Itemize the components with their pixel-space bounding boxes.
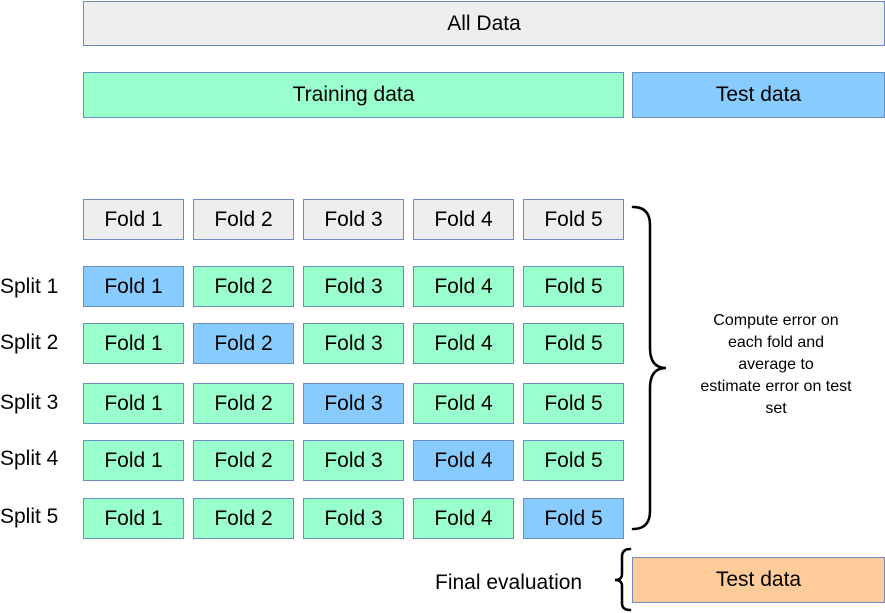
- split-5-fold-5: Fold 5: [523, 498, 624, 539]
- split-2-fold-1: Fold 1: [83, 323, 184, 364]
- header-fold-5: Fold 5: [523, 199, 624, 240]
- split-3-fold-4: Fold 4: [413, 383, 514, 424]
- split-3-fold-1: Fold 1: [83, 383, 184, 424]
- cv-note-line-1: Compute error on: [713, 312, 839, 329]
- split-label-4: Split 4: [0, 447, 59, 470]
- split-1-fold-4: Fold 4: [413, 266, 514, 307]
- split-1-fold-5: Fold 5: [523, 266, 624, 307]
- split-label-3: Split 3: [0, 391, 59, 414]
- split-1-fold-1: Fold 1: [83, 266, 184, 307]
- split-label-5: Split 5: [0, 505, 59, 528]
- split-label-1: Split 1: [0, 275, 59, 298]
- header-fold-4: Fold 4: [413, 199, 514, 240]
- split-3-fold-5: Fold 5: [523, 383, 624, 424]
- header-fold-3: Fold 3: [303, 199, 404, 240]
- cv-note-line-2: each fold and: [727, 334, 825, 351]
- split-2-fold-2: Fold 2: [193, 323, 294, 364]
- header-fold-2: Fold 2: [193, 199, 294, 240]
- split-5-fold-3: Fold 3: [303, 498, 404, 539]
- split-2-fold-3: Fold 3: [303, 323, 404, 364]
- split-4-fold-4: Fold 4: [413, 440, 514, 481]
- split-1-fold-2: Fold 2: [193, 266, 294, 307]
- split-3-fold-3: Fold 3: [303, 383, 404, 424]
- cv-note: Compute error on each fold and average t…: [676, 310, 876, 420]
- cv-note-line-5: set: [765, 400, 787, 417]
- right-brace-icon: [631, 205, 667, 531]
- split-1-fold-3: Fold 3: [303, 266, 404, 307]
- test-data-box: Test data: [632, 72, 885, 118]
- final-test-data-box: Test data: [632, 557, 885, 603]
- left-brace-icon: [614, 547, 632, 612]
- all-data-box: All Data: [83, 1, 885, 46]
- header-fold-1: Fold 1: [83, 199, 184, 240]
- split-3-fold-2: Fold 2: [193, 383, 294, 424]
- split-2-fold-4: Fold 4: [413, 323, 514, 364]
- cv-note-line-3: average to: [738, 356, 814, 373]
- cv-note-line-4: estimate error on test: [700, 378, 852, 395]
- split-2-fold-5: Fold 5: [523, 323, 624, 364]
- split-4-fold-3: Fold 3: [303, 440, 404, 481]
- split-5-fold-1: Fold 1: [83, 498, 184, 539]
- split-4-fold-5: Fold 5: [523, 440, 624, 481]
- training-data-box: Training data: [83, 72, 624, 118]
- split-5-fold-4: Fold 4: [413, 498, 514, 539]
- split-4-fold-1: Fold 1: [83, 440, 184, 481]
- final-evaluation-label: Final evaluation: [435, 571, 583, 594]
- split-label-2: Split 2: [0, 331, 59, 354]
- split-5-fold-2: Fold 2: [193, 498, 294, 539]
- split-4-fold-2: Fold 2: [193, 440, 294, 481]
